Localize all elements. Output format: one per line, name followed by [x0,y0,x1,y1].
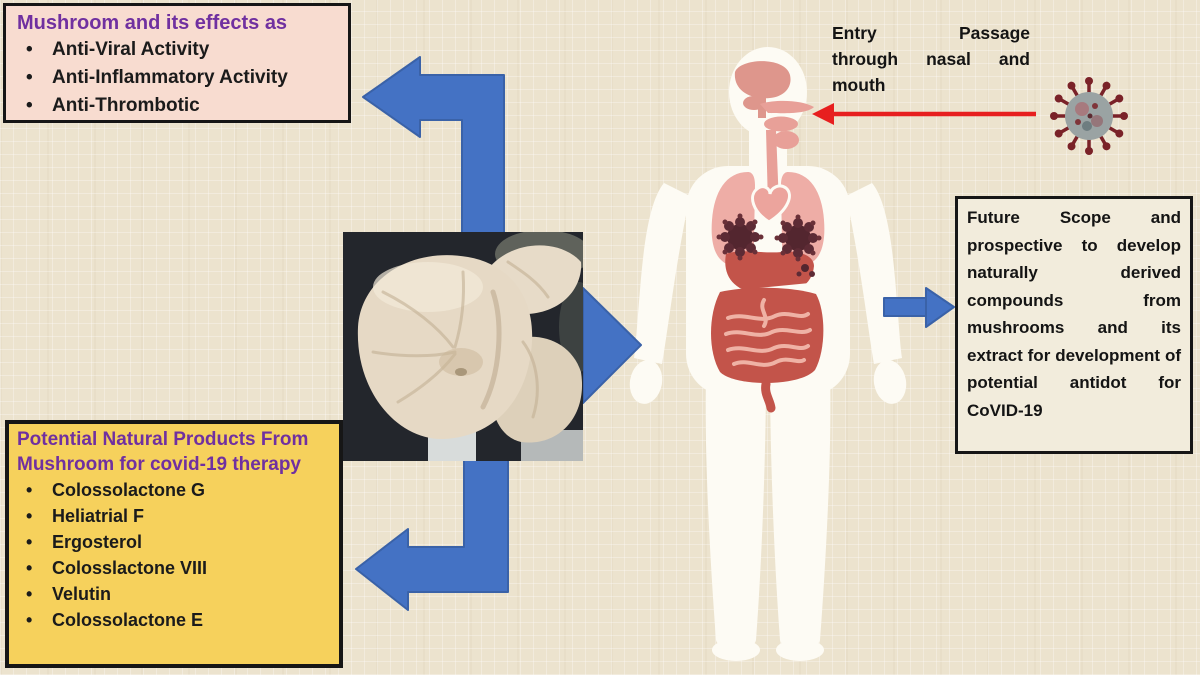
entry-label-line: through nasal and [832,49,1030,69]
products-item: • Velutin [17,581,331,607]
products-item-label: Heliatrial F [52,506,145,526]
arrow-up-left-blue [362,56,505,234]
bullet-icon: • [26,584,33,604]
bullet-icon: • [26,532,33,552]
entry-label-line: Entry Passage [832,23,1030,43]
products-item: • Colosslactone VIII [17,555,331,581]
entry-label: Entry Passage through nasal and mouth [832,20,1030,98]
products-item-label: Velutin [52,584,112,604]
products-item: • Colossolactone G [17,477,331,503]
effects-box-title: Mushroom and its effects as [17,12,288,34]
bullet-icon: • [26,480,33,500]
future-box: Future Scope and prospective to develop … [955,196,1193,454]
products-item: • Colossolactone E [17,607,331,633]
bullet-icon: • [26,67,33,88]
effects-item-label: Anti-Viral Activity [52,39,210,60]
bullet-icon: • [26,95,33,116]
products-box-title: Potential Natural Products From Mushroom… [17,429,309,475]
effects-item: • Anti-Thrombotic [17,92,340,120]
products-item-label: Colossolactone E [52,610,204,630]
products-box: Potential Natural Products From Mushroom… [5,420,343,668]
virus-icon [1048,75,1130,157]
mushroom-photo [343,232,583,461]
effects-item: • Anti-Inflammatory Activity [17,64,340,92]
effects-item: • Anti-Viral Activity [17,36,340,64]
bullet-icon: • [26,506,33,526]
arrow-down-left-blue [355,459,509,611]
bullet-icon: • [26,610,33,630]
products-item: • Heliatrial F [17,503,331,529]
products-item: • Ergosterol [17,529,331,555]
effects-item-label: Anti-Inflammatory Activity [52,67,288,88]
digestive-organs-illustration [711,251,824,413]
products-item-label: Ergosterol [52,532,143,552]
products-item-label: Colosslactone VIII [52,558,208,578]
entry-arrow-red [812,103,1036,125]
bullet-icon: • [26,558,33,578]
effects-box: Mushroom and its effects as • Anti-Viral… [3,3,351,123]
future-box-text: Future Scope and prospective to develop … [967,208,1181,420]
lung-virus-icon [716,213,822,277]
effects-item-label: Anti-Thrombotic [52,95,200,116]
brain-mouth-illustration [734,61,814,205]
entry-label-line: mouth [832,75,886,95]
products-item-label: Colossolactone G [52,480,206,500]
bullet-icon: • [26,39,33,60]
human-body-illustration [629,47,907,661]
arrow-to-future-blue [883,287,955,328]
